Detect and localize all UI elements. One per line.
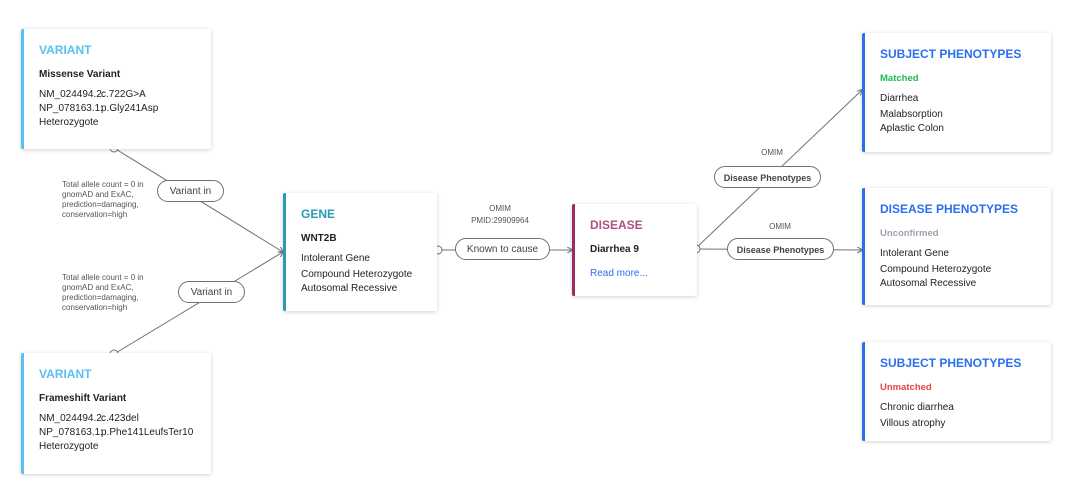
gene-name: WNT2B — [301, 233, 337, 244]
protein-id: NP_078163.1: — [39, 427, 103, 438]
variant-name: Missense Variant — [39, 69, 121, 80]
card-title: VARIANT — [39, 43, 92, 57]
gene-card[interactable]: GENE WNT2B Intolerant Gene Compound Hete… — [283, 193, 437, 311]
disease-name: Diarrhea 9 — [590, 244, 639, 255]
edge-label-disease-phenotypes-2[interactable]: Disease Phenotypes — [727, 238, 834, 260]
transcript-row: NM_024494.2:c.423del — [39, 412, 211, 426]
edge-label-variant-in-1[interactable]: Variant in — [157, 180, 224, 202]
edge-label-known-to-cause[interactable]: Known to cause — [455, 238, 550, 260]
edge-source-omim: OMIM — [489, 204, 511, 213]
phenotype-item: Intolerant Gene — [880, 248, 949, 259]
card-title: SUBJECT PHENOTYPES — [880, 47, 1022, 61]
zygosity: Heterozygote — [39, 117, 99, 128]
transcript-id: NM_024494.2: — [39, 89, 105, 100]
transcript-row: NM_024494.2:c.722G>A — [39, 88, 211, 102]
edge-source-1: OMIM — [761, 148, 783, 157]
protein-row: NP_078163.1:p.Gly241Asp — [39, 102, 211, 116]
gene-attr: Compound Heterozygote — [301, 269, 413, 280]
card-title: DISEASE PHENOTYPES — [880, 202, 1019, 216]
edge-annotation-2: Total allele count = 0 in gnomAD and ExA… — [62, 273, 144, 312]
variant-card-missense[interactable]: VARIANT Missense Variant NM_024494.2:c.7… — [21, 29, 211, 149]
edge-label-disease-phenotypes-1[interactable]: Disease Phenotypes — [714, 166, 821, 188]
disease-phenotypes-card[interactable]: DISEASE PHENOTYPES Unconfirmed Intoleran… — [862, 188, 1051, 305]
protein-id: NP_078163.1: — [39, 103, 103, 114]
phenotype-item: Autosomal Recessive — [880, 278, 977, 289]
subject-phenotypes-unmatched-card[interactable]: SUBJECT PHENOTYPES Unmatched Chronic dia… — [862, 342, 1051, 441]
phenotype-item: Villous atrophy — [880, 418, 946, 429]
card-title: SUBJECT PHENOTYPES — [880, 356, 1022, 370]
disease-card[interactable]: DISEASE Diarrhea 9 Read more... — [572, 204, 697, 296]
protein-change: p.Gly241Asp — [101, 103, 159, 114]
zygosity: Heterozygote — [39, 441, 99, 452]
card-title: GENE — [301, 207, 336, 221]
edge-pmid: PMID:29909964 — [471, 216, 529, 225]
edge-label-variant-in-2[interactable]: Variant in — [178, 281, 245, 303]
read-more-link[interactable]: Read more... — [590, 268, 648, 279]
transcript-change: c.423del — [101, 413, 139, 424]
edge-variant2-gene — [113, 252, 283, 355]
phenotype-item: Aplastic Colon — [880, 123, 944, 134]
gene-attr: Intolerant Gene — [301, 253, 370, 264]
transcript-id: NM_024494.2: — [39, 413, 105, 424]
phenotype-item: Compound Heterozygote — [880, 264, 992, 275]
phenotype-item: Diarrhea — [880, 93, 919, 104]
variant-name: Frameshift Variant — [39, 393, 127, 404]
protein-change: p.Phe141LeufsTer10 — [101, 427, 194, 438]
gene-attr: Autosomal Recessive — [301, 283, 398, 294]
phenotype-item: Chronic diarrhea — [880, 402, 954, 413]
card-title: DISEASE — [590, 218, 643, 232]
transcript-change: c.722G>A — [101, 89, 146, 100]
status-unconfirmed: Unconfirmed — [880, 228, 939, 239]
protein-row: NP_078163.1:p.Phe141LeufsTer10 — [39, 426, 211, 440]
phenotype-item: Malabsorption — [880, 109, 943, 120]
status-matched: Matched — [880, 73, 919, 84]
edge-source-2: OMIM — [769, 222, 791, 231]
edge-annotation-1: Total allele count = 0 in gnomAD and ExA… — [62, 180, 144, 219]
status-unmatched: Unmatched — [880, 382, 932, 393]
subject-phenotypes-matched-card[interactable]: SUBJECT PHENOTYPES Matched Diarrhea Mala… — [862, 33, 1051, 152]
card-title: VARIANT — [39, 367, 92, 381]
variant-card-frameshift[interactable]: VARIANT Frameshift Variant NM_024494.2:c… — [21, 353, 211, 474]
